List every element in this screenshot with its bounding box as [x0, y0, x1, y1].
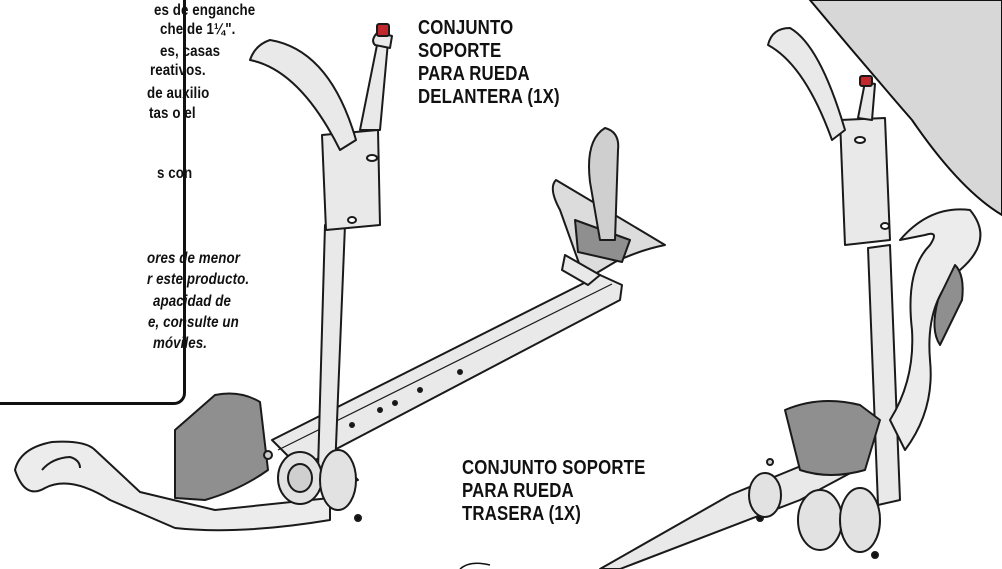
front-callout-line-3: PARA RUEDA — [418, 63, 530, 85]
front-callout-line-1: CONJUNTO — [418, 17, 514, 39]
notice-line-2: che de 1¼". — [160, 21, 236, 38]
notice-line-5: de auxilio — [147, 85, 210, 102]
notice-line-12: móviles. — [153, 335, 208, 352]
rear-callout-line-2: PARA RUEDA — [462, 480, 574, 502]
front-callout-line-2: SOPORTE — [418, 40, 502, 62]
notice-line-4: reativos. — [150, 62, 206, 79]
grey-panel-shape — [808, 0, 1002, 217]
rear-callout-line-1: CONJUNTO SOPORTE — [462, 457, 646, 479]
notice-line-6: tas o el — [149, 105, 196, 122]
front-wheel-callout: CONJUNTO SOPORTE PARA RUEDA DELANTERA (1… — [418, 17, 560, 109]
notice-line-11: e, consulte un — [148, 314, 239, 331]
notice-line-9: r este producto. — [147, 271, 250, 288]
warning-notice-box: es de enganche che de 1¼". es, casas rea… — [0, 0, 255, 405]
notice-line-1: es de enganche — [154, 2, 256, 19]
notice-line-10: apacidad de — [153, 293, 231, 310]
left-rack-assembly — [14, 23, 666, 532]
front-callout-line-4: DELANTERA (1X) — [418, 86, 560, 108]
notice-line-3: es, casas — [160, 43, 221, 60]
right-rack-assembly — [599, 27, 982, 569]
notice-line-8: ores de menor — [147, 250, 240, 267]
rear-wheel-callout: CONJUNTO SOPORTE PARA RUEDA TRASERA (1X) — [462, 457, 645, 526]
notice-line-7: s con — [157, 165, 193, 182]
rear-callout-line-3: TRASERA (1X) — [462, 503, 582, 525]
